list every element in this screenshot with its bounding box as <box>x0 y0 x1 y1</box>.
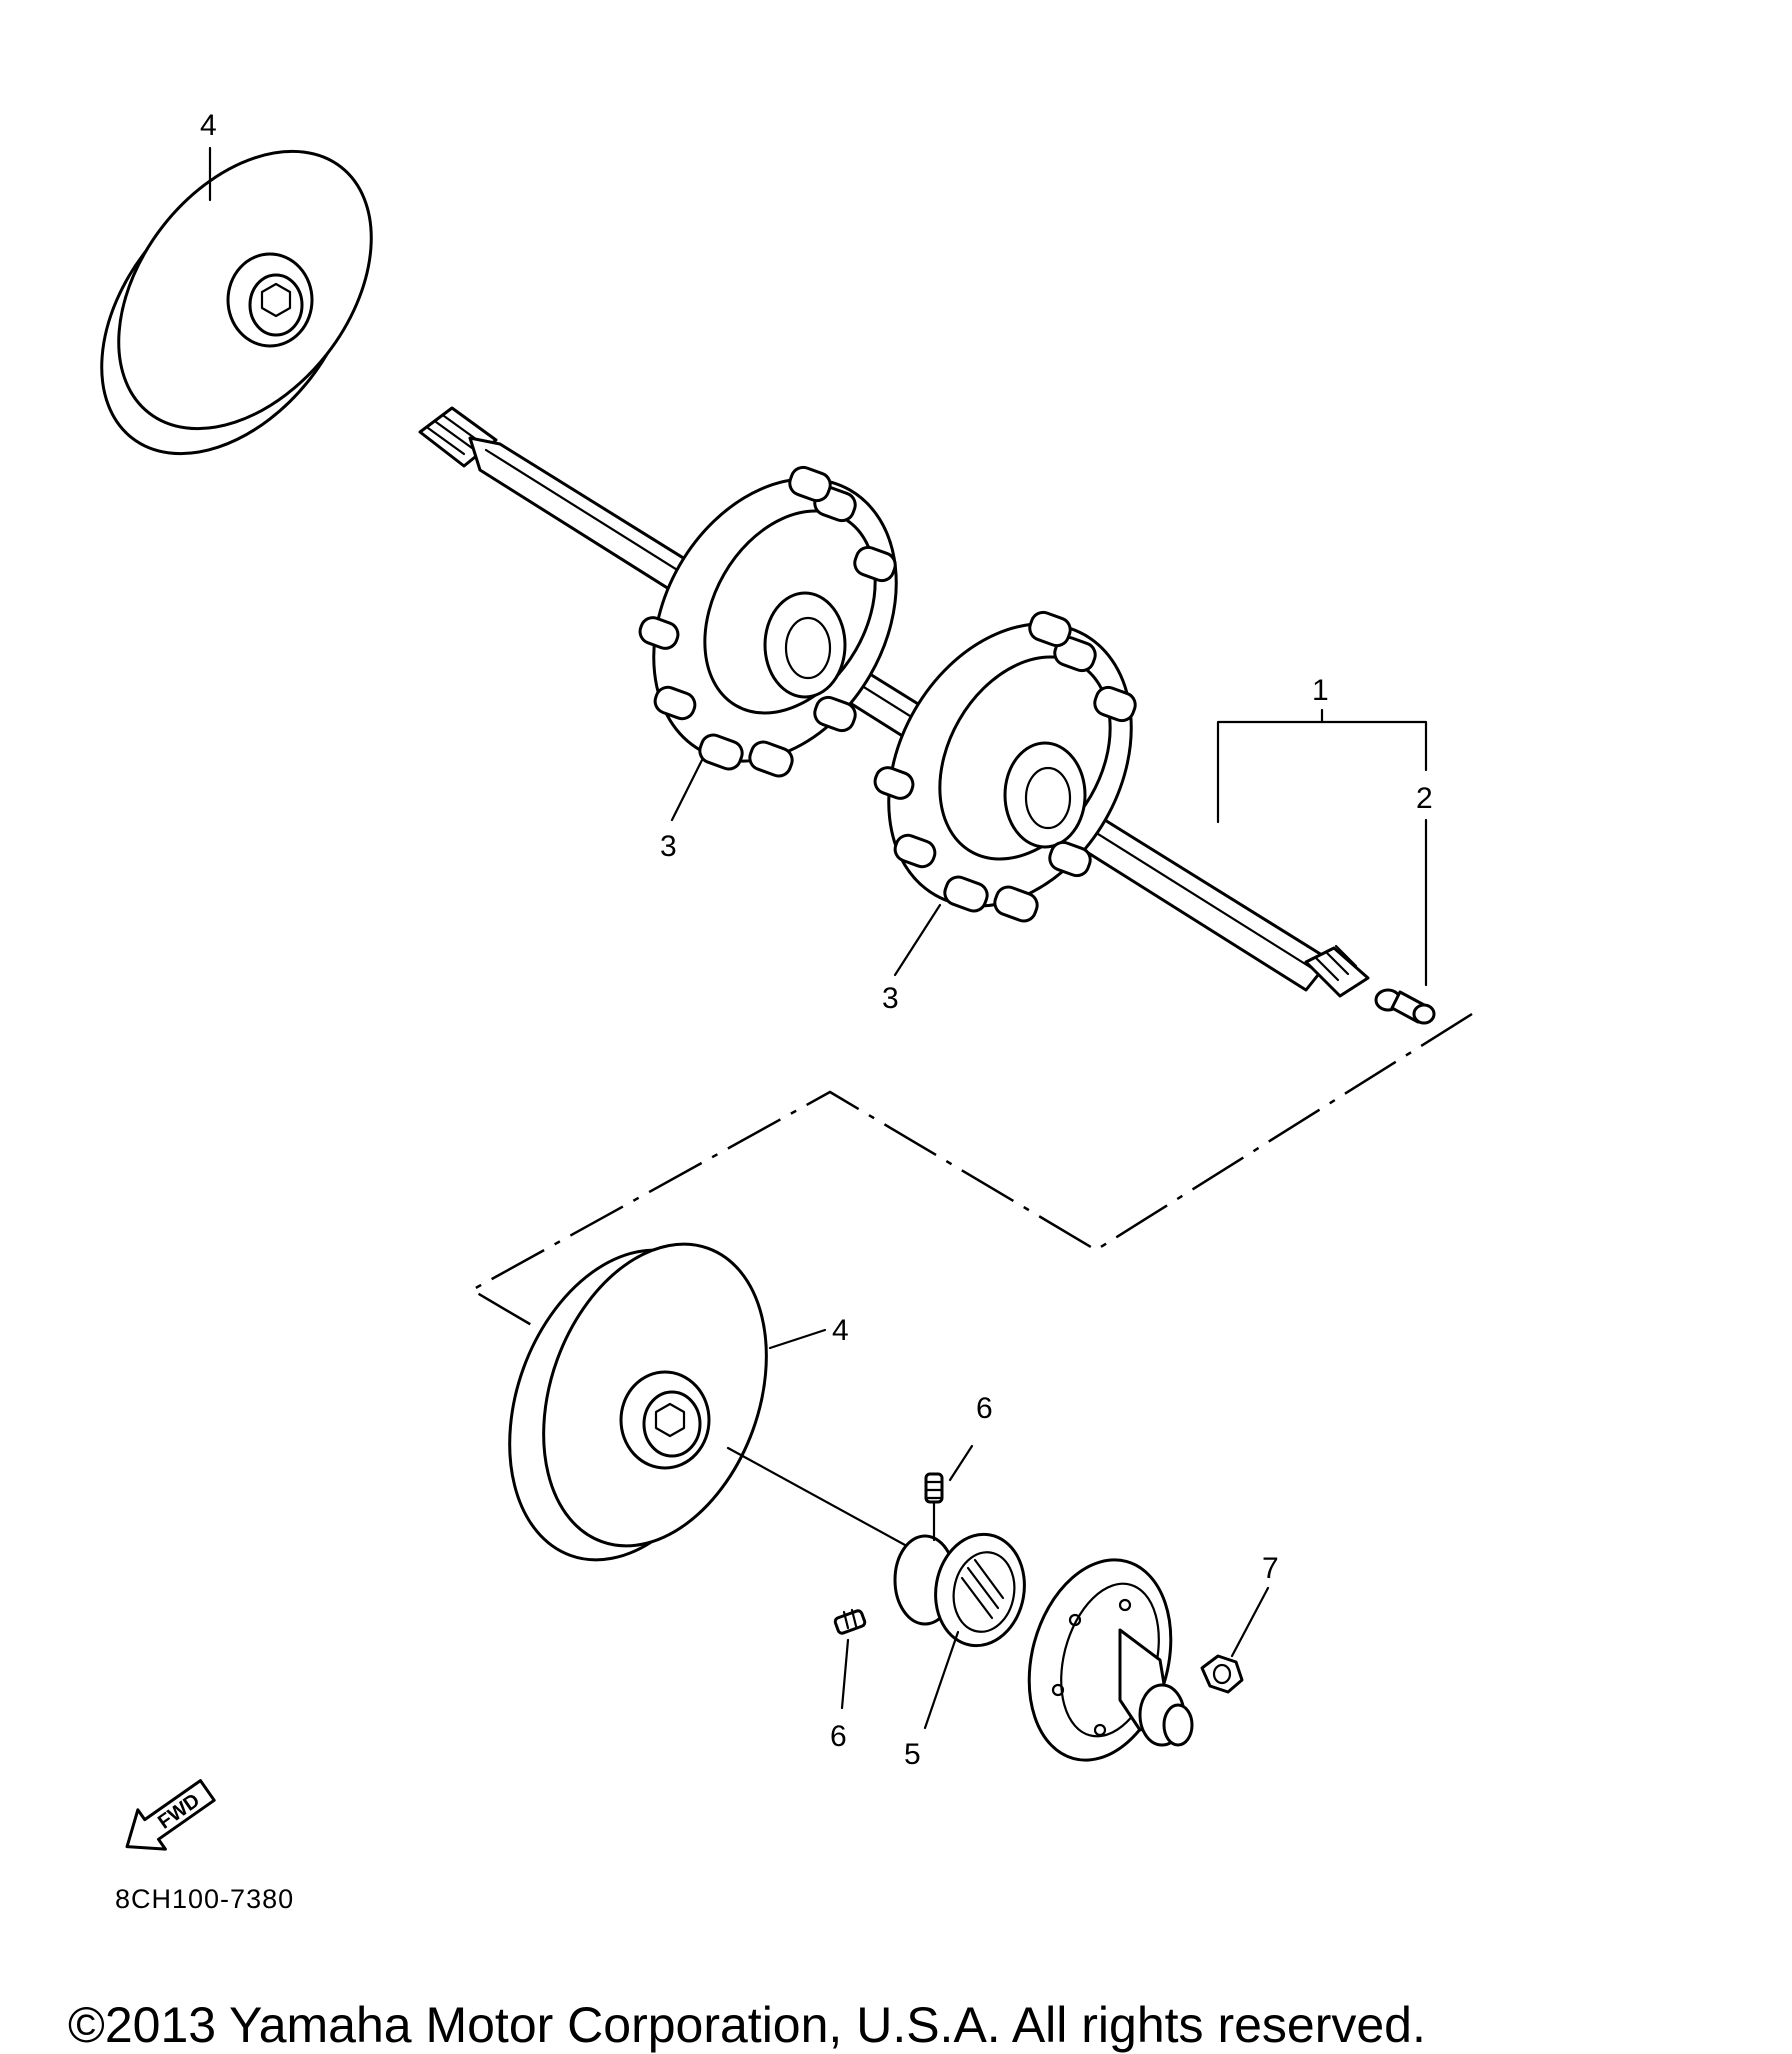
copyright-notice: ©2013 Yamaha Motor Corporation, U.S.A. A… <box>68 1997 1426 2053</box>
set-screw-top <box>924 1472 944 1542</box>
assembly-path-line <box>469 1012 1473 1332</box>
left-sprocket <box>638 465 898 778</box>
forward-direction-arrow: FWD <box>125 1779 216 1851</box>
lower-idler-wheel <box>508 1242 907 1562</box>
shaft-end-collar <box>1374 988 1436 1025</box>
flange-housing <box>1027 1558 1194 1762</box>
callout-7: 7 <box>1262 1552 1279 1585</box>
callout-3-left: 3 <box>660 830 677 863</box>
callout-3-right: 3 <box>882 982 899 1015</box>
drawing-code: 8CH100-7380 <box>115 1884 294 1914</box>
callout-6-top: 6 <box>976 1392 993 1425</box>
callout-2: 2 <box>1416 782 1433 815</box>
callout-6-bottom: 6 <box>830 1720 847 1753</box>
upper-idler-wheel <box>100 149 373 456</box>
leader-lines <box>208 146 1428 1730</box>
set-screw-left <box>833 1608 867 1635</box>
right-sprocket <box>873 610 1137 923</box>
nut <box>1200 1654 1244 1694</box>
drive-axle-shaft <box>418 406 1370 998</box>
callout-1: 1 <box>1312 674 1329 707</box>
callout-4-bottom: 4 <box>832 1314 849 1347</box>
bearing <box>893 1532 1026 1648</box>
callout-5: 5 <box>904 1738 921 1771</box>
callout-4-top: 4 <box>200 109 217 142</box>
